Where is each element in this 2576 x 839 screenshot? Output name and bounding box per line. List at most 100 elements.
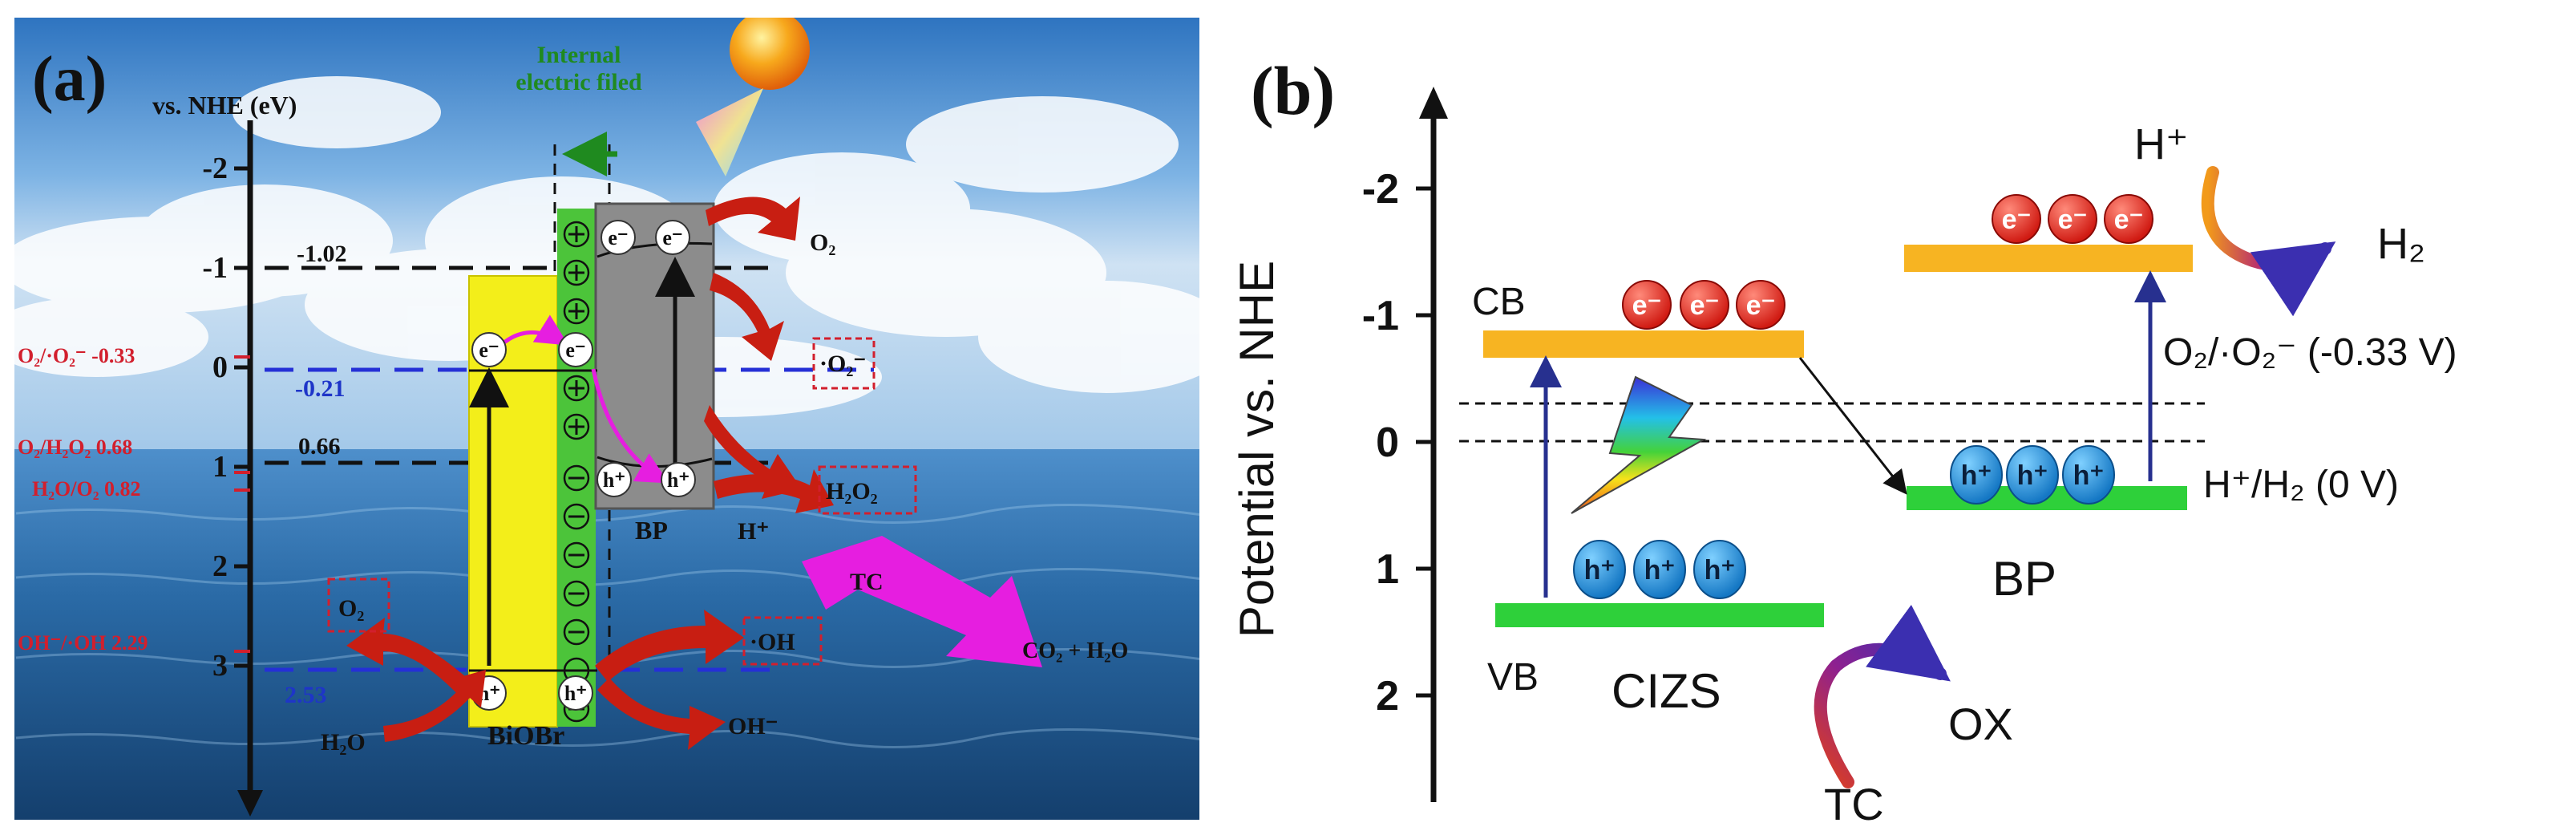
h2-evolution-arrow (2201, 166, 2336, 317)
level-tick-marks (234, 355, 250, 653)
panel-a-tick-label: -1 (202, 251, 228, 285)
level-label-bp-cb: -0.21 (295, 375, 346, 402)
level-label-vb-biobr: 2.53 (285, 682, 327, 708)
panel-b-carriers: e⁻e⁻e⁻e⁻e⁻e⁻h⁺h⁺h⁺h⁺h⁺h⁺ (1573, 194, 2153, 599)
panel-b-axis-arrowhead (1419, 87, 1448, 119)
panel-a-tick-label: 3 (212, 649, 228, 683)
electron-label: e⁻ (1632, 290, 1662, 321)
species-h2o2: H₂O₂ (826, 478, 878, 505)
positive-charge-sign (568, 265, 584, 281)
hole-label: h⁺ (2017, 460, 2048, 491)
species-o2: O₂ (810, 229, 835, 256)
positive-charge-sign (568, 419, 584, 435)
panel-b-tick-label: 1 (1376, 546, 1399, 593)
positive-charge-sign (568, 303, 584, 319)
bp-cb-band (1904, 245, 2193, 272)
sun-icon (730, 18, 810, 90)
species-o2-product-box (327, 578, 390, 633)
carrier-label: e⁻ (565, 338, 585, 362)
hole-label: h⁺ (1644, 555, 1676, 586)
panel-a-tick-label: 2 (212, 549, 228, 583)
panel-a-axis-arrowhead (237, 790, 263, 817)
negative-charge-icon (563, 618, 590, 646)
panel-b-tick-label: 0 (1376, 420, 1399, 466)
species-oh-minus: OH⁻ (728, 713, 778, 740)
carrier-circle (471, 332, 507, 367)
carrier-circle (601, 220, 636, 255)
reaction-arrows (346, 197, 834, 750)
bp-cb-curve (596, 241, 713, 258)
hole-label: h⁺ (2073, 460, 2105, 491)
species-h2o2-box (818, 465, 917, 515)
panel-a-tick-label: -2 (202, 152, 228, 185)
material-label-cizs: CIZS (1612, 664, 1721, 718)
species-o2-radical: ·O₂⁻ (819, 351, 866, 377)
carrier-label: e⁻ (608, 226, 628, 249)
panel-a-tick-label: 0 (212, 351, 228, 384)
hole-label: h⁺ (1961, 460, 1992, 491)
carrier-label: h⁺ (564, 682, 587, 705)
material-label-biobr: BiOBr (487, 721, 564, 751)
panel-b-tick-label: -2 (1362, 166, 1399, 213)
hole-icon (1633, 540, 1686, 599)
negative-charge-icon (563, 503, 590, 530)
level-label-h2o-o2: H₂O/O₂ 0.82 (32, 477, 140, 501)
hole-icon (2006, 445, 2059, 505)
panel-a-tick-label: 1 (212, 450, 228, 484)
species-o2-radical-box (812, 337, 876, 390)
positive-charge-icon (563, 259, 590, 286)
level-label-cb-biobr: -1.02 (297, 241, 347, 267)
hole-label: h⁺ (1705, 555, 1736, 586)
species-h2o: H₂O (321, 729, 366, 756)
level-label-vb: 0.66 (298, 433, 341, 460)
level-label-oh-radical: OH⁻/·OH 2.29 (18, 631, 148, 655)
carrier-circle (655, 220, 690, 255)
hole-transfer-arrow (591, 368, 669, 484)
hole-icon (1573, 540, 1626, 599)
hole-label: h⁺ (1584, 555, 1616, 586)
carrier-label: e⁻ (479, 338, 499, 362)
electron-label: e⁻ (2002, 205, 2032, 235)
electron-icon (1622, 280, 1672, 330)
level-label-o2-radical: O₂/·O₂⁻ -0.33 (18, 344, 135, 367)
panel-b-tick-label: -1 (1362, 293, 1399, 339)
field-label-line-2: electric filed (516, 69, 642, 95)
species-h-plus: H⁺ (738, 518, 769, 545)
carrier-label: h⁺ (667, 468, 689, 492)
species-o2-product: O₂ (338, 595, 364, 622)
electron-icon (1736, 280, 1785, 330)
positive-charge-sign (568, 226, 584, 242)
interface-field-block (557, 209, 596, 727)
carrier-label: h⁺ (603, 468, 625, 492)
negative-charge-icon (563, 580, 590, 607)
positive-charge-sign (568, 380, 584, 396)
level-label-o2-h2o2: O₂/H₂O₂ 0.68 (18, 436, 132, 459)
positive-charge-icon (563, 298, 590, 325)
panel-b-axis-title: Potential vs. NHE (1230, 261, 1284, 638)
electron-icon (1680, 280, 1729, 330)
electron-transfer-arrow-b (1798, 357, 1907, 495)
light-prism-icon (696, 88, 763, 176)
carrier-circle (558, 675, 593, 711)
electron-label: e⁻ (1690, 290, 1720, 321)
electron-label: e⁻ (2114, 205, 2144, 235)
tc-degradation-arrow (802, 536, 1042, 667)
panel-a-label: (a) (32, 44, 107, 115)
material-label-bp: BP (635, 516, 668, 545)
cizs-cb-band (1483, 330, 1804, 358)
negative-charge-icon (563, 464, 590, 492)
carrier-label: e⁻ (662, 226, 682, 249)
species-h2-b: H₂ (2377, 220, 2425, 268)
species-oh-radical: ·OH (750, 629, 795, 655)
panel-b-label: (b) (1251, 52, 1335, 129)
species-tc-b: TC (1824, 779, 1884, 829)
cizs-vb-band (1495, 603, 1824, 627)
electron-icon (2104, 194, 2153, 244)
carrier-circle (661, 462, 696, 497)
o2-radical-level-label: O₂/·O₂⁻ (-0.33 V) (2163, 331, 2457, 374)
carrier-circle (558, 332, 593, 367)
